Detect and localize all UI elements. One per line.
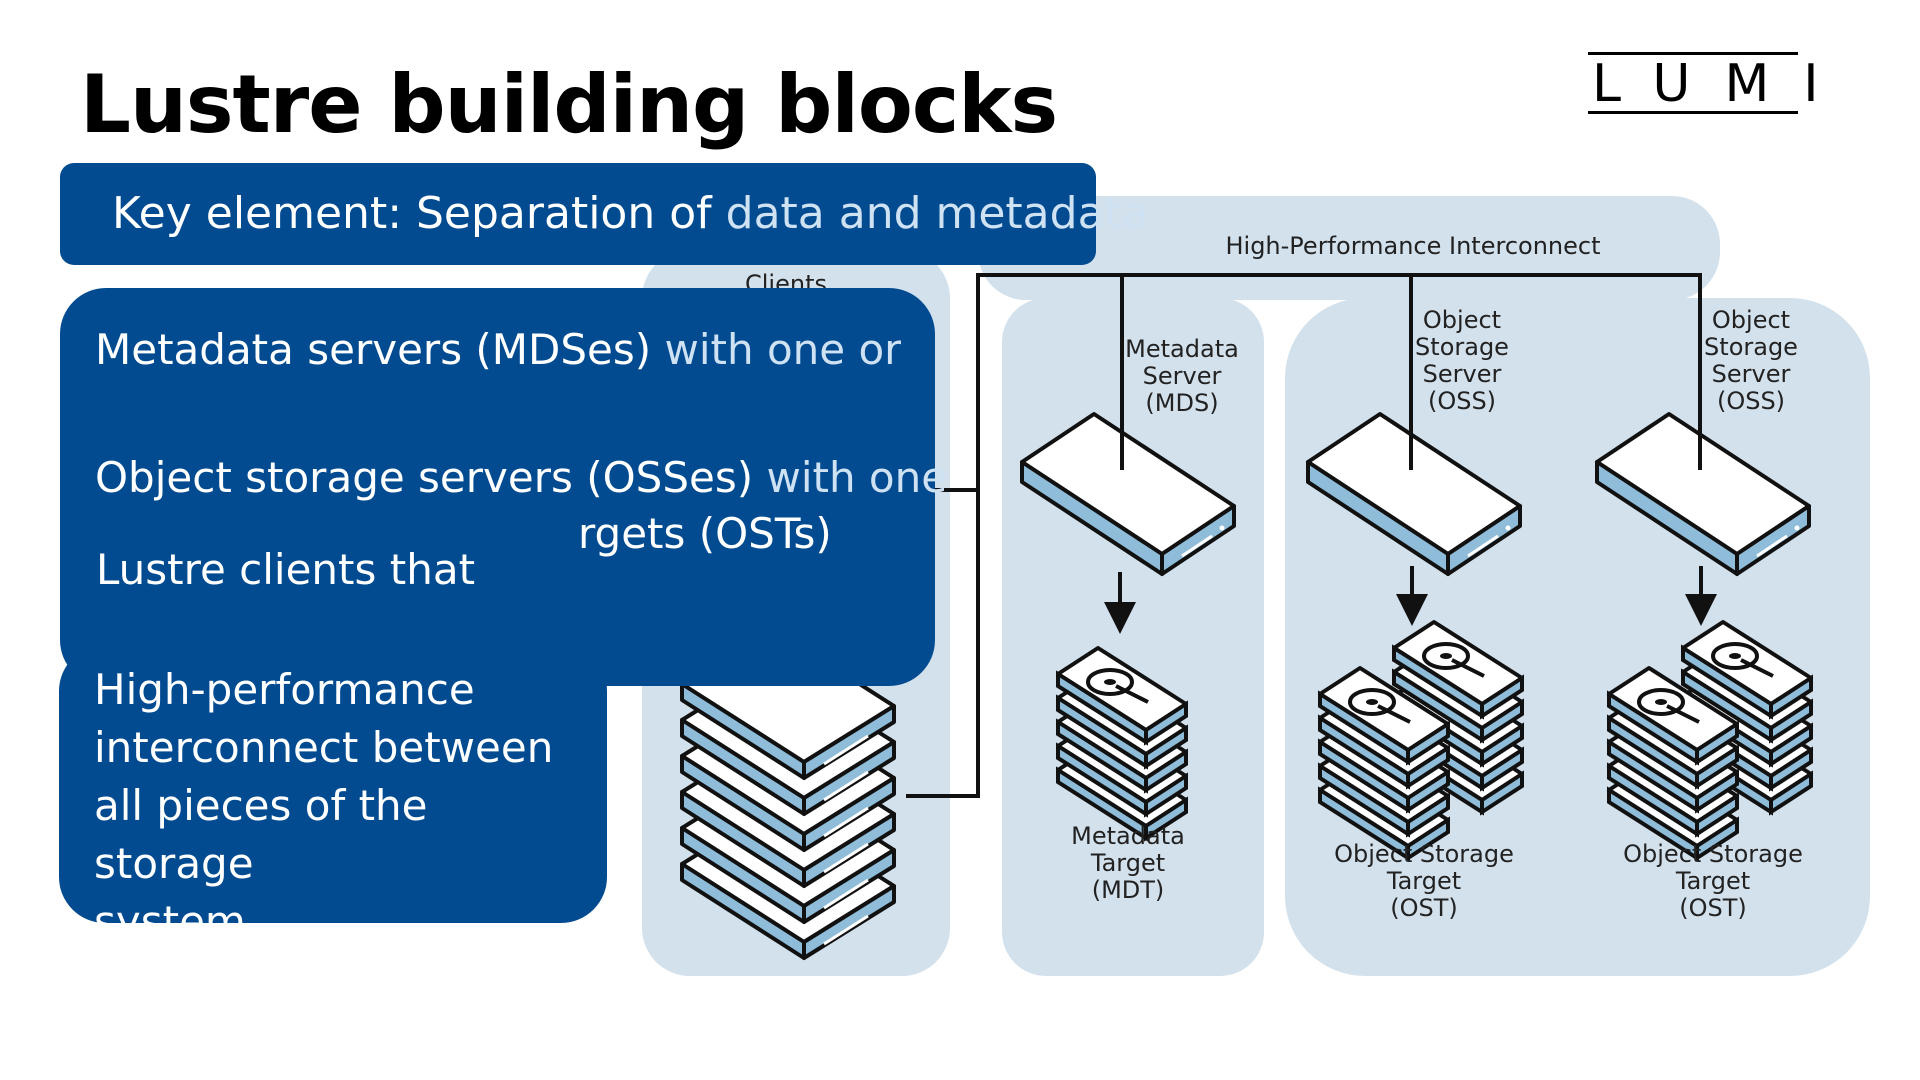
oss1-label-line3: Server [1423,360,1502,388]
mds-label-line3: (MDS) [1145,389,1218,417]
oss1-label-line1: Object [1423,306,1501,334]
hpc-line-2: interconnect between [94,723,554,772]
key-element-lead: Key element: Separation of [112,188,712,239]
oss-point-tail: with one [766,453,948,502]
mdt-label-line1: Metadata [1071,822,1185,850]
slide-title: Lustre building blocks [80,58,1058,151]
interconnect-label: High-Performance Interconnect [1225,232,1600,260]
interconnect-point-box: High-performance interconnect between al… [59,645,607,946]
mds-point-tail: with one or [664,325,902,374]
building-blocks-box: Metadata servers (MDSes) with one or Obj… [60,288,947,686]
mds-label-line2: Server [1143,362,1222,390]
oss1-label-line4: (OSS) [1428,387,1496,415]
hpc-line-3: all pieces of the storage [94,781,428,888]
key-element-banner: Key element: Separation of data and meta… [60,163,1149,265]
ost-fragment: rgets (OSTs) [578,509,832,558]
ost2-label-line3: (OST) [1679,894,1747,922]
key-element-emphasis: data and metadata [725,188,1149,239]
ost2-label-line1: Object Storage [1623,840,1803,868]
oss-point: Object storage servers (OSSes) with one [95,448,947,508]
clients-point-lead: Lustre clients that [96,545,476,594]
oss1-label-line2: Storage [1415,333,1509,361]
mdt-label-line3: (MDT) [1092,876,1165,904]
ost1-label-line1: Object Storage [1334,840,1514,868]
oss2-label-line1: Object [1712,306,1790,334]
mds-point-lead: Metadata servers (MDSes) [95,325,652,374]
ost1-label-line2: Target [1386,867,1461,895]
ost1-label-line3: (OST) [1390,894,1458,922]
oss-point-lead: Object storage servers (OSSes) [95,453,754,502]
mdt-label-line2: Target [1090,849,1165,877]
hpc-line-4: system [94,897,246,946]
oss2-label-line2: Storage [1704,333,1798,361]
lumi-logo: LUMI [1588,52,1819,114]
mds-label-line1: Metadata [1125,335,1239,363]
clients-point: Lustre clients that [60,524,580,608]
oss2-label-line3: Server [1712,360,1791,388]
hpc-line-1: High-performance [94,665,475,714]
mds-point: Metadata servers (MDSes) with one or [95,320,901,380]
oss2-label-line4: (OSS) [1717,387,1785,415]
ost2-label-line2: Target [1675,867,1750,895]
